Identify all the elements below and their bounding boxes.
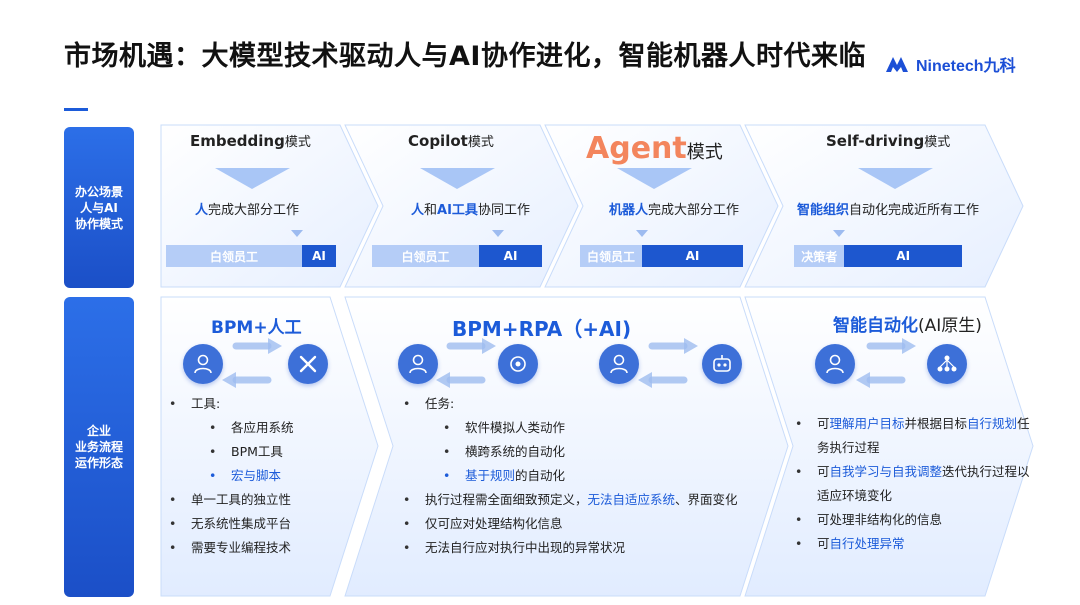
triangle-agent xyxy=(617,168,692,189)
bar-ai-segment: AI xyxy=(844,245,962,267)
role-bar-embedding: 白领员工 AI xyxy=(166,245,336,267)
worker-icon xyxy=(815,344,855,384)
swap-arrows-1 xyxy=(232,342,272,384)
worker-icon xyxy=(599,344,639,384)
mode-title-agent: Agent模式 xyxy=(586,131,723,166)
pointer-copilot xyxy=(492,230,504,237)
robot-icon xyxy=(702,344,742,384)
list-item: 可理解用户目标并根据目标自行规划任务执行过程 xyxy=(791,412,1031,460)
bar-ai-segment: AI xyxy=(641,245,743,267)
network-icon xyxy=(927,344,967,384)
brain-icon xyxy=(498,344,538,384)
role-bar-copilot: 白领员工 AI xyxy=(372,245,542,267)
list-item: 无系统性集成平台 xyxy=(165,512,294,536)
section-title-intelligent-automation: 智能自动化(AI原生) xyxy=(833,316,982,336)
swap-arrows-2 xyxy=(446,342,486,384)
list-item: 横跨系统的自动化 xyxy=(399,440,738,464)
page-title: 市场机遇：大模型技术驱动人与AI协作进化，智能机器人时代来临 xyxy=(64,41,866,72)
list-item: 宏与脚本 xyxy=(165,464,294,488)
list-item: 任务: xyxy=(399,392,738,416)
list-item: BPM工具 xyxy=(165,440,294,464)
pointer-embedding xyxy=(291,230,303,237)
bar-ai-segment: AI xyxy=(302,245,336,267)
section-title-bpm-manual: BPM+人工 xyxy=(211,318,302,338)
title-accent-bar xyxy=(64,108,88,111)
mode-desc-copilot: 人和AI工具协同工作 xyxy=(411,203,530,218)
worker-icon xyxy=(183,344,223,384)
triangle-self-driving xyxy=(858,168,933,189)
row-label-business-text: 企业 业务流程 运作形态 xyxy=(74,424,123,470)
mode-desc-agent: 机器人完成大部分工作 xyxy=(609,203,740,218)
swap-arrows-4 xyxy=(866,342,906,384)
role-bar-self-driving: 决策者 AI xyxy=(794,245,962,267)
bar-human-segment: 白领员工 xyxy=(166,245,302,267)
list-item: 需要专业编程技术 xyxy=(165,536,294,560)
pointer-agent xyxy=(636,230,648,237)
list-bpm-manual: 工具: 各应用系统 BPM工具 宏与脚本 单一工具的独立性 无系统性集成平台 需… xyxy=(165,392,294,560)
logo: Ninetech九科 xyxy=(884,52,1016,76)
list-item: 软件模拟人类动作 xyxy=(399,416,738,440)
role-bar-agent: 白领员工 AI xyxy=(580,245,743,267)
bar-human-segment: 白领员工 xyxy=(372,245,480,267)
ninetech-logo-icon xyxy=(886,57,908,72)
swap-arrows-3 xyxy=(648,342,688,384)
worker-icon xyxy=(398,344,438,384)
row-label-office-text: 办公场景 人与AI 协作模式 xyxy=(74,184,123,231)
mode-desc-self-driving: 智能组织自动化完成近所有工作 xyxy=(797,203,980,218)
list-item: 单一工具的独立性 xyxy=(165,488,294,512)
list-item: 可自行处理异常 xyxy=(791,532,1031,556)
bar-ai-segment: AI xyxy=(479,245,542,267)
list-item: 工具: xyxy=(165,392,294,416)
logo-text: Ninetech九科 xyxy=(916,58,1016,75)
bar-human-segment: 白领员工 xyxy=(580,245,642,267)
list-intelligent-automation: 可理解用户目标并根据目标自行规划任务执行过程 可自我学习与自我调整迭代执行过程以… xyxy=(791,412,1031,556)
list-item: 执行过程需全面细致预定义，无法自适应系统、界面变化 xyxy=(399,488,738,512)
list-item: 各应用系统 xyxy=(165,416,294,440)
mode-title-self-driving: Self-driving模式 xyxy=(826,132,951,150)
row-label-business: 企业 业务流程 运作形态 xyxy=(64,297,134,597)
mode-title-copilot: Copilot模式 xyxy=(408,132,494,150)
mode-desc-embedding: 人完成大部分工作 xyxy=(195,203,300,218)
list-item: 无法自行应对执行中出现的异常状况 xyxy=(399,536,738,560)
bar-human-segment: 决策者 xyxy=(794,245,845,267)
row-label-office: 办公场景 人与AI 协作模式 xyxy=(64,127,134,288)
list-item: 可处理非结构化的信息 xyxy=(791,508,1031,532)
triangle-embedding xyxy=(215,168,290,189)
list-item: 可自我学习与自我调整迭代执行过程以适应环境变化 xyxy=(791,460,1031,508)
list-bpm-rpa: 任务: 软件模拟人类动作 横跨系统的自动化 基于规则的自动化 执行过程需全面细致… xyxy=(399,392,738,560)
pointer-self-driving xyxy=(833,230,845,237)
list-item: 基于规则的自动化 xyxy=(399,464,738,488)
tools-icon xyxy=(288,344,328,384)
mode-title-embedding: Embedding模式 xyxy=(190,132,311,150)
section-title-bpm-rpa: BPM+RPA（+AI) xyxy=(452,317,632,341)
list-item: 仅可应对处理结构化信息 xyxy=(399,512,738,536)
triangle-copilot xyxy=(420,168,495,189)
